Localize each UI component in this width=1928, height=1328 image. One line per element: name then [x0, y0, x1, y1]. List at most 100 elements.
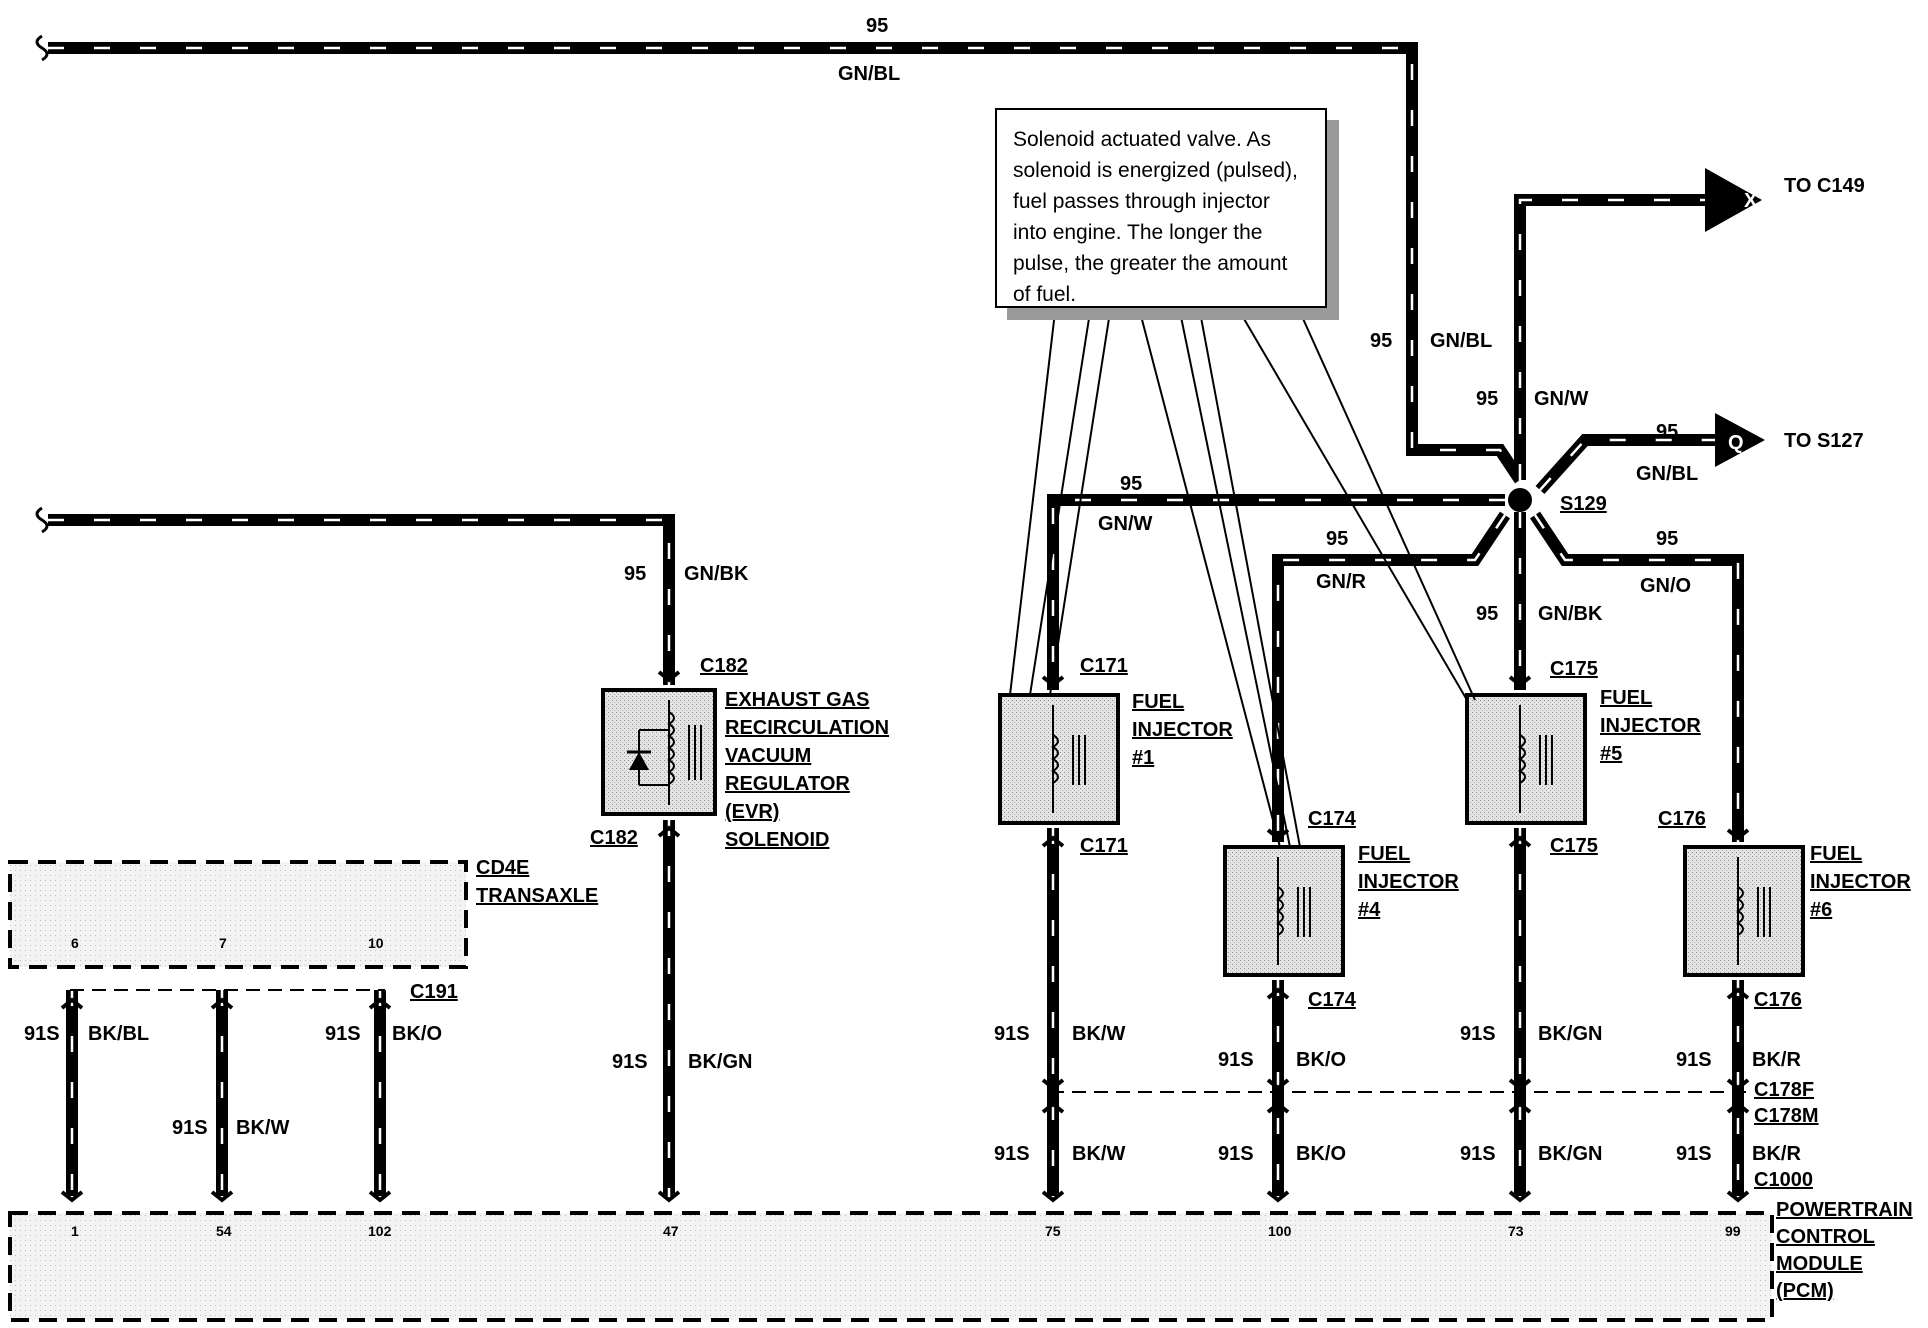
transaxle-pin: 7: [219, 935, 227, 951]
connector-c178f: [1726, 1078, 1750, 1091]
wire-91s-label: 91S: [1460, 1143, 1496, 1165]
wire-bko-label: BK/O: [1296, 1143, 1346, 1165]
connector-c191-pin: [60, 997, 84, 1010]
connector-c191-pin: [368, 997, 392, 1010]
fuel-injector-6: [1683, 845, 1805, 977]
evr-line2: RECIRCULATION: [725, 717, 889, 739]
wire-bkr-label: BK/R: [1752, 1049, 1801, 1071]
wire-95-label: 95: [1476, 603, 1498, 625]
connector-c1000-pin: [1508, 1190, 1532, 1203]
connector-c178f: [1266, 1078, 1290, 1091]
wire-bkw-label: BK/W: [1072, 1143, 1125, 1165]
transaxle-pin: 6: [71, 935, 79, 951]
injector1-line2: INJECTOR: [1132, 719, 1233, 741]
connector-c191-pin: [210, 997, 234, 1010]
c175-top-label: C175: [1550, 658, 1598, 680]
c174-bottom-label: C174: [1308, 989, 1357, 1011]
pcm-pin: 73: [1508, 1223, 1524, 1239]
splice-s129-label: S129: [1560, 493, 1607, 515]
injector5-line1: FUEL: [1600, 687, 1652, 709]
pcm-pin: 47: [663, 1223, 679, 1239]
evr-line1: EXHAUST GAS: [725, 689, 869, 711]
wire-bkgn-label: BK/GN: [688, 1051, 752, 1073]
splice-s129: [1508, 488, 1532, 512]
transaxle-line2: TRANSAXLE: [476, 885, 598, 907]
pcm-pin: 75: [1045, 1223, 1061, 1239]
pcm-pin: 99: [1725, 1223, 1741, 1239]
c176-top-label: C176: [1658, 808, 1706, 830]
wire-95-label: 95: [1120, 473, 1142, 495]
wire-91s-label: 91S: [994, 1023, 1030, 1045]
injector5-line2: INJECTOR: [1600, 715, 1701, 737]
injector6-line2: INJECTOR: [1810, 871, 1911, 893]
pcm-pin: 100: [1268, 1223, 1292, 1239]
c171-bottom-label: C171: [1080, 835, 1128, 857]
wire-91s-label: 91S: [24, 1023, 60, 1045]
injector5-number: #5: [1600, 743, 1622, 765]
connector-c1000-pin: [657, 1190, 681, 1203]
c176-bottom-label: C176: [1754, 989, 1802, 1011]
connector-c182-bottom: [657, 825, 681, 838]
wire-95-label: 95: [1656, 421, 1678, 443]
arrow-q-letter: Q: [1728, 432, 1744, 454]
pcm-line3: MODULE: [1776, 1253, 1863, 1275]
wire-95-label: 95: [1370, 330, 1392, 352]
wire-95-label: 95: [624, 563, 646, 585]
connector-c176-bottom: [1726, 987, 1750, 1000]
pcm-line1: POWERTRAIN: [1776, 1199, 1913, 1221]
connector-ticks: [60, 670, 1750, 1203]
to-c149-label: TO C149: [1784, 175, 1865, 197]
connector-c178m: [1266, 1101, 1290, 1114]
connector-c178f: [1041, 1078, 1065, 1091]
injector6-number: #6: [1810, 899, 1832, 921]
arrow-to-s127: [1715, 413, 1765, 467]
pcm-line4: (PCM): [1776, 1280, 1834, 1302]
wire-91s-label: 91S: [325, 1023, 361, 1045]
connector-c1000-pin: [1266, 1190, 1290, 1203]
c178f-label: C178F: [1754, 1079, 1814, 1101]
wire-break-top: [35, 34, 49, 62]
c175-bottom-label: C175: [1550, 835, 1598, 857]
wire-gnw-label: GN/W: [1098, 513, 1153, 535]
wire-gnbl-to-s127: [1535, 434, 1720, 495]
arrow-to-c149: [1705, 168, 1762, 232]
wire-gno-label: GN/O: [1640, 575, 1691, 597]
wire-gnw-to-c149-stripe: [1518, 198, 1710, 480]
evr-line6: SOLENOID: [725, 829, 829, 851]
wire-bkgn-label: BK/GN: [1538, 1023, 1602, 1045]
connector-c1000-pin: [210, 1190, 234, 1203]
pcm-pin: 54: [216, 1223, 232, 1239]
wire-gnr-injector4-stripe: [1276, 514, 1507, 842]
wire-gnw-injector1-stripe: [1051, 498, 1505, 690]
wire-bkbl-label: BK/BL: [88, 1023, 149, 1045]
wire-91s-label: 91S: [1460, 1023, 1496, 1045]
wire-bkr-label: BK/R: [1752, 1143, 1801, 1165]
note-leader-lines: [1009, 311, 1476, 848]
wire-95-label: 95: [1656, 528, 1678, 550]
connector-c178f: [1508, 1078, 1532, 1091]
injector4-line2: INJECTOR: [1358, 871, 1459, 893]
wire-bko-label: BK/O: [392, 1023, 442, 1045]
wire-gnbl-top: [48, 42, 1525, 484]
wire-gnbk-evr: [48, 514, 675, 685]
connector-c178m: [1041, 1101, 1065, 1114]
connector-c1000-pin: [1041, 1190, 1065, 1203]
connector-c1000-pin: [1726, 1190, 1750, 1203]
wire-bkw-label: BK/W: [1072, 1023, 1125, 1045]
injector1-number: #1: [1132, 747, 1154, 769]
pcm-pin: 102: [368, 1223, 392, 1239]
to-s127-label: TO S127: [1784, 430, 1864, 452]
wire-91s-label: 91S: [1218, 1049, 1254, 1071]
fuel-injector-1: [998, 693, 1120, 825]
transaxle-line1: CD4E: [476, 857, 529, 879]
c182-top-label: C182: [700, 655, 748, 677]
wire-gnbk-label: GN/BK: [684, 563, 749, 585]
c182-bottom-label: C182: [590, 827, 638, 849]
wire-bko-label: BK/O: [1296, 1049, 1346, 1071]
connector-c176-top: [1726, 828, 1750, 841]
pcm-box: [8, 1211, 1774, 1322]
evr-line5: (EVR): [725, 801, 779, 823]
connector-c182-top: [657, 670, 681, 683]
wire-bkw-label: BK/W: [236, 1117, 289, 1139]
